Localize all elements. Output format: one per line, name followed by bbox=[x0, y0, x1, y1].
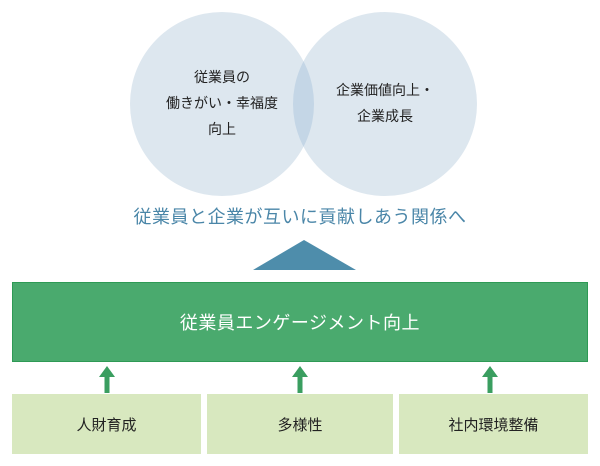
main-bar-label: 従業員エンゲージメント向上 bbox=[179, 313, 421, 334]
main-bar: 従業員エンゲージメント向上 bbox=[12, 282, 588, 362]
circle-company-label: 企業価値向上・ 企業成長 bbox=[300, 78, 470, 130]
circle-employee-line: 向上 bbox=[208, 122, 236, 138]
pillar-box-diversity: 多様性 bbox=[207, 394, 393, 454]
up-triangle-icon bbox=[253, 240, 356, 270]
tagline: 従業員と企業が互いに貢献しあう関係へ bbox=[133, 207, 467, 228]
venn-diagram bbox=[130, 12, 477, 196]
arrow-up-icon bbox=[482, 366, 498, 393]
pillar-label: 人財育成 bbox=[76, 415, 137, 434]
circle-employee bbox=[130, 12, 314, 196]
arrow-up-icon bbox=[99, 366, 115, 393]
circle-company-line: 企業成長 bbox=[357, 109, 413, 125]
circle-employee-line: 働きがい・幸福度 bbox=[166, 96, 278, 112]
pillar-label: 多様性 bbox=[277, 415, 323, 434]
pillar-label: 社内環境整備 bbox=[448, 415, 539, 434]
circle-employee-line: 従業員の bbox=[194, 70, 250, 86]
pillar-box-hr-development: 人財育成 bbox=[12, 394, 201, 454]
pillar-box-workplace-environment: 社内環境整備 bbox=[399, 394, 588, 454]
circle-company bbox=[293, 12, 477, 196]
circle-company-line: 企業価値向上・ bbox=[336, 83, 434, 99]
arrow-up-icon bbox=[292, 366, 308, 393]
circle-employee-label: 従業員の 働きがい・幸福度 向上 bbox=[132, 65, 312, 143]
